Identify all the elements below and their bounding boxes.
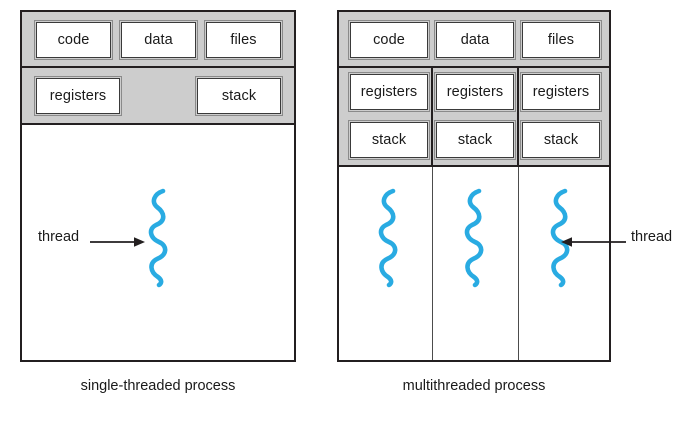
thread-annotation-arrow-left: [90, 237, 145, 247]
thread-annotation-label-left: thread: [38, 229, 80, 245]
resource-cell-stack: stack: [195, 76, 283, 116]
resource-cell-stack-2: stack: [434, 120, 516, 160]
resource-cell-registers-1: registers: [348, 72, 430, 112]
resource-cell-code-multi: code: [348, 20, 430, 60]
column-divider-2-gray: [517, 68, 519, 167]
thread-squiggle-2: [464, 188, 484, 288]
thread-squiggle-1: [378, 188, 398, 288]
resource-cell-registers-2: registers: [434, 72, 516, 112]
multithreaded-process-box: code data files registers registers regi…: [337, 10, 611, 362]
resource-cell-code: code: [34, 20, 113, 60]
column-divider-1-gray: [431, 68, 433, 167]
resource-cell-stack-3: stack: [520, 120, 602, 160]
column-divider-2-white: [518, 167, 519, 360]
resource-cell-files-multi: files: [520, 20, 602, 60]
resource-cell-stack-1: stack: [348, 120, 430, 160]
resource-cell-registers-3: registers: [520, 72, 602, 112]
thread-squiggle: [148, 188, 168, 288]
resource-cell-registers: registers: [34, 76, 122, 116]
thread-annotation-label-right: thread: [631, 229, 673, 245]
resource-cell-files: files: [204, 20, 283, 60]
resource-cell-data-multi: data: [434, 20, 516, 60]
multithreaded-caption: multithreaded process: [402, 378, 546, 394]
resource-cell-data: data: [119, 20, 198, 60]
thread-annotation-arrow-right: [561, 237, 626, 247]
column-divider-1-white: [432, 167, 433, 360]
single-threaded-process-box: code data files registers stack: [20, 10, 296, 362]
single-threaded-caption: single-threaded process: [80, 378, 236, 394]
